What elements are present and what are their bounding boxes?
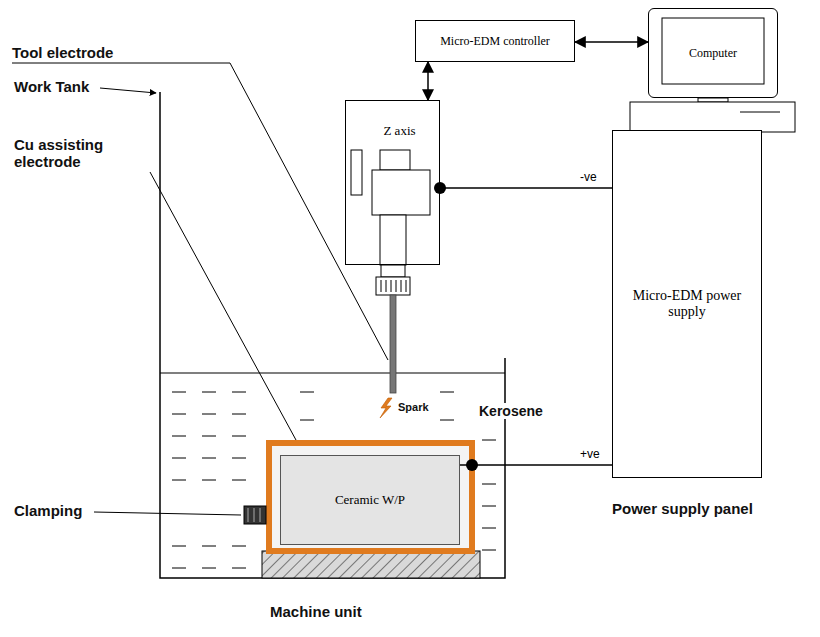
kerosene-dash — [172, 568, 186, 569]
clamp-thread — [254, 508, 255, 522]
kerosene-dash — [232, 568, 246, 569]
kerosene-dash — [300, 392, 314, 393]
part-label: Tool electrode — [12, 44, 113, 61]
kerosene-dash — [482, 484, 496, 485]
cu-electrode — [269, 443, 472, 551]
node-text: Z axis — [383, 123, 415, 139]
kerosene-dash — [440, 392, 454, 393]
kerosene-dash — [440, 420, 454, 421]
leader-line — [100, 88, 156, 93]
kerosene-dash — [172, 480, 186, 481]
kerosene-dash — [232, 392, 246, 393]
node-text: Micro-EDM controller — [440, 34, 550, 49]
polarity-label: +ve — [578, 447, 602, 461]
kerosene-dash — [232, 480, 246, 481]
leader-line — [94, 512, 241, 515]
kerosene-dash — [482, 550, 496, 551]
z-axis-head: Z axis — [345, 100, 440, 265]
chuck-grip — [381, 280, 406, 292]
head-part — [380, 150, 410, 170]
node-text: Ceramic W/P — [335, 492, 405, 508]
computer-monitor: Computer — [648, 8, 778, 98]
kerosene-dash — [172, 458, 186, 459]
kerosene-dash — [202, 436, 216, 437]
node-text: Computer — [689, 46, 737, 61]
part-label: Machine unit — [270, 603, 362, 620]
kerosene-dash — [482, 506, 496, 507]
kerosene-dash — [232, 414, 246, 415]
kerosene-dash — [202, 392, 216, 393]
clamp-thread — [248, 508, 249, 522]
node-text: Micro-EDM power supply — [619, 288, 755, 320]
head-part — [372, 170, 430, 215]
kerosene-dash — [482, 440, 496, 441]
kerosene-dash — [202, 480, 216, 481]
kerosene-dash — [482, 528, 496, 529]
kerosene-dash — [172, 546, 186, 547]
leader-line — [150, 172, 296, 440]
power-supply-box: Micro-EDM power supply — [612, 130, 762, 478]
kerosene-dash — [172, 436, 186, 437]
controller-box: Micro-EDM controller — [415, 20, 575, 62]
chuck — [376, 277, 410, 295]
part-label: Spark — [398, 401, 429, 414]
monitor-neck — [698, 98, 728, 102]
base-plate — [262, 551, 480, 578]
signal-arrow — [575, 41, 648, 43]
kerosene-dash — [232, 458, 246, 459]
computer-base — [630, 102, 795, 132]
part-label: Clamping — [14, 502, 82, 519]
power-wire — [460, 464, 612, 466]
kerosene-level — [160, 372, 505, 373]
part-label: Power supply panel — [612, 500, 753, 517]
tool-electrode — [390, 295, 396, 393]
kerosene-dash — [202, 568, 216, 569]
drive-slot — [740, 112, 780, 113]
part-label: Cu assisting electrode — [14, 136, 134, 171]
screen — [662, 18, 764, 84]
head-part — [351, 150, 362, 195]
kerosene-dash — [202, 458, 216, 459]
kerosene-dash — [172, 414, 186, 415]
work-tank — [160, 92, 505, 578]
chuck — [381, 265, 405, 277]
part-label: Work Tank — [14, 78, 89, 95]
polarity-label: -ve — [578, 170, 599, 184]
kerosene-dash — [202, 414, 216, 415]
kerosene-dash — [172, 392, 186, 393]
signal-arrow — [427, 62, 429, 100]
power-wire — [440, 187, 612, 189]
kerosene-dash — [232, 546, 246, 547]
ceramic-workpiece: Ceramic W/P — [280, 455, 460, 545]
leader-line — [12, 63, 388, 360]
kerosene-dash — [232, 436, 246, 437]
kerosene-dash — [300, 420, 314, 421]
clamp — [244, 506, 266, 524]
kerosene-dash — [202, 546, 216, 547]
spark-symbol — [380, 398, 392, 418]
kerosene-dashes — [172, 392, 496, 568]
head-part — [380, 215, 406, 265]
part-label: Kerosene — [477, 403, 545, 419]
clamp-thread — [260, 508, 261, 522]
